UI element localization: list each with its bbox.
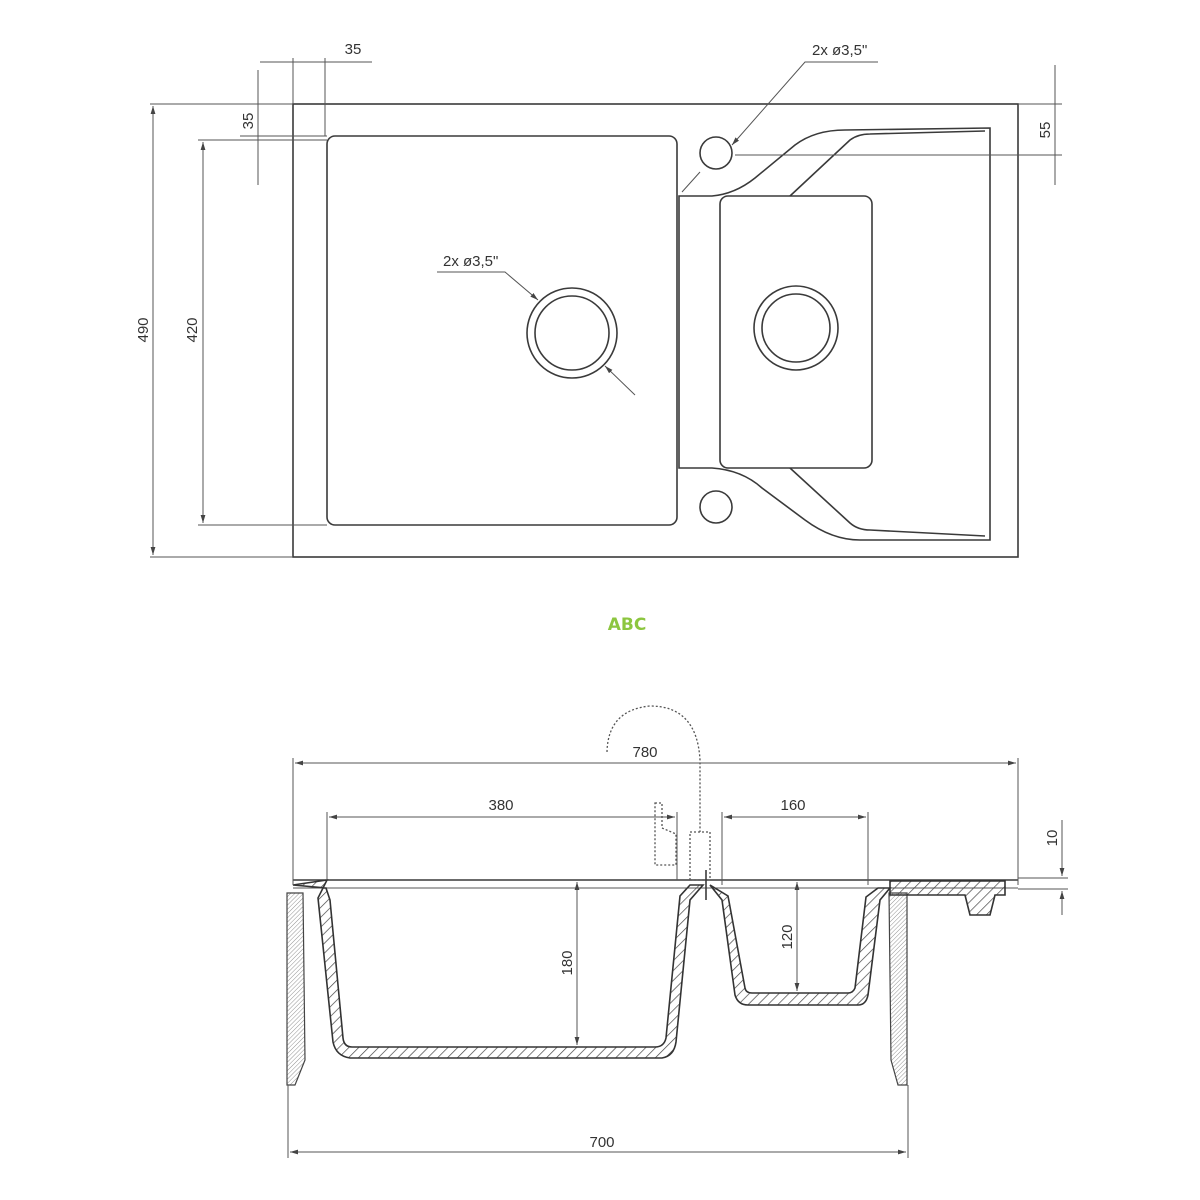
svg-text:160: 160: [780, 797, 805, 814]
sink-outline: [292, 103, 1019, 558]
svg-text:420: 420: [184, 317, 201, 342]
cabinet-wall-left: [286, 892, 306, 1086]
drainboard-outline: [678, 127, 991, 541]
dim-420: 420: [184, 139, 327, 526]
main-bowl-section: [292, 878, 705, 1059]
drainboard-section: [889, 880, 1006, 916]
small-bowl-section: [709, 884, 892, 1006]
dim-35-left: 35: [240, 70, 327, 185]
tap-holes-leader: 2x ø3,5": [681, 42, 878, 193]
dim-380: 380: [326, 797, 678, 880]
top-view: 490 420 35 35 55 2x ø3: [135, 41, 1062, 558]
dim-10: 10: [1018, 820, 1068, 915]
dim-180: 180: [559, 882, 580, 1045]
main-drain: [526, 287, 618, 379]
svg-text:780: 780: [632, 744, 657, 761]
watermark: ABC: [608, 615, 647, 635]
drainboard-inner-line: [789, 130, 986, 197]
tap-hole-top: [699, 136, 733, 170]
svg-text:700: 700: [589, 1134, 614, 1151]
side-view: 780 380 160 10 180 120: [286, 705, 1068, 1158]
svg-text:180: 180: [559, 950, 576, 975]
tap-hole-bottom: [699, 490, 733, 524]
svg-text:2x ø3,5": 2x ø3,5": [443, 253, 498, 270]
dim-160: 160: [721, 797, 869, 885]
cabinet-wall-right: [888, 892, 908, 1086]
dim-55: 55: [735, 65, 1062, 185]
dim-700: 700: [287, 1085, 909, 1158]
main-bowl: [326, 135, 678, 526]
svg-text:10: 10: [1044, 830, 1061, 847]
svg-text:490: 490: [135, 317, 152, 342]
svg-text:120: 120: [779, 924, 796, 949]
svg-text:2x ø3,5": 2x ø3,5": [812, 42, 867, 59]
dim-120: 120: [779, 882, 800, 991]
dim-35-top: 35: [260, 41, 372, 136]
svg-text:55: 55: [1037, 122, 1054, 139]
svg-text:35: 35: [240, 113, 257, 130]
svg-text:380: 380: [488, 797, 513, 814]
drain-leader: 2x ø3,5": [437, 253, 636, 396]
svg-text:35: 35: [345, 41, 362, 58]
small-bowl: [719, 195, 873, 469]
dim-780: 780: [292, 744, 1019, 885]
faucet-outline: [606, 705, 711, 900]
dim-490: 490: [135, 103, 293, 558]
small-drain: [753, 285, 839, 371]
